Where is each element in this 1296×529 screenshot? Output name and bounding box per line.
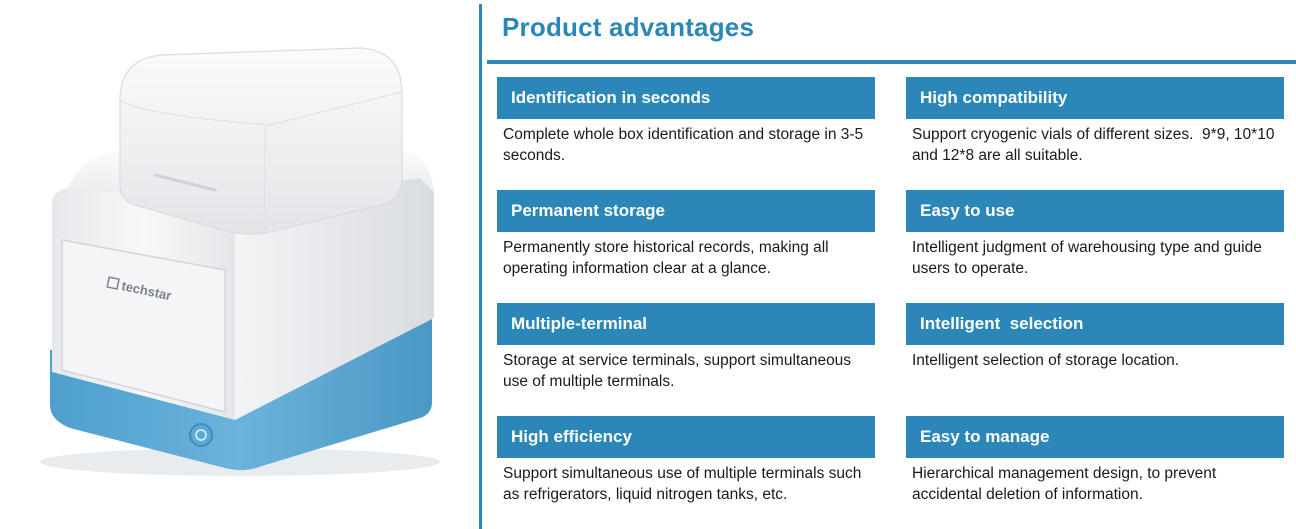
advantage-card-multiple-terminal: Multiple-terminal Storage at service ter… [497,303,875,392]
page-title: Product advantages [502,12,755,42]
advantage-description: Storage at service terminals, support si… [503,352,856,390]
side-panel [235,178,434,420]
advantage-title: Easy to use [906,190,1284,232]
advantage-title: Identification in seconds [497,77,875,119]
power-button-icon [189,423,213,447]
advantage-title: Permanent storage [497,190,875,232]
advantage-description: Permanently store historical records, ma… [503,239,833,277]
advantage-title: Intelligent selection [906,303,1284,345]
title-underline [487,60,1296,64]
advantage-description: Support cryogenic vials of different siz… [912,126,1279,164]
advantage-card-storage: Permanent storage Permanently store hist… [497,190,875,279]
advantage-card-intelligent-selection: Intelligent selection Intelligent select… [906,303,1284,371]
advantage-card-easy-to-manage: Easy to manage Hierarchical management d… [906,416,1284,505]
advantage-card-efficiency: High efficiency Support simultaneous use… [497,416,875,505]
advantage-card-identification: Identification in seconds Complete whole… [497,77,875,166]
advantage-description: Intelligent judgment of warehousing type… [912,239,1267,277]
advantage-description: Support simultaneous use of multiple ter… [503,465,866,503]
advantage-title: Multiple-terminal [497,303,875,345]
vertical-divider [479,4,482,529]
lid [119,47,403,235]
advantage-title: High efficiency [497,416,875,458]
advantage-description: Intelligent selection of storage locatio… [912,352,1180,369]
advantage-description: Hierarchical management design, to preve… [912,465,1221,503]
product-image: techstar [40,47,440,476]
advantage-card-easy-to-use: Easy to use Intelligent judgment of ware… [906,190,1284,279]
advantage-description: Complete whole box identification and st… [503,126,868,164]
advantage-title: Easy to manage [906,416,1284,458]
advantage-title: High compatibility [906,77,1284,119]
advantage-card-compatibility: High compatibility Support cryogenic via… [906,77,1284,166]
